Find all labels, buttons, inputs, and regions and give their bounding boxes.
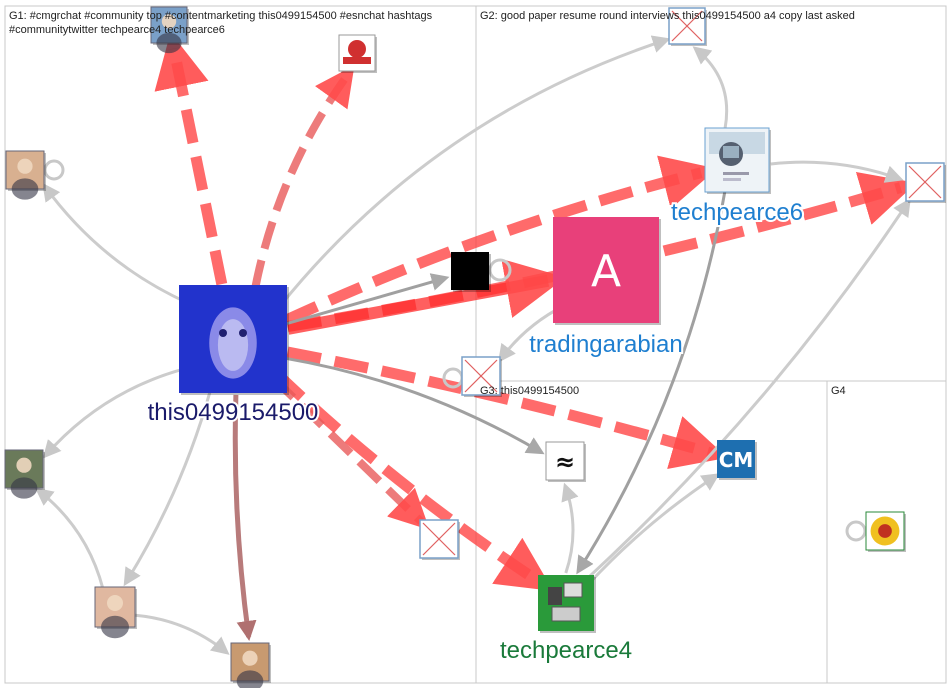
edge-techpearce4-to-cm-logo (587, 473, 720, 585)
edge-this0499154500-to-missing-g3 (270, 375, 430, 530)
avatar-missing-icon (905, 162, 945, 202)
group-label-g3: G3: this0499154500 (480, 385, 579, 397)
node-top-photo[interactable] (150, 6, 189, 54)
node-this0499154500[interactable]: this0499154500 (146, 285, 320, 428)
node-community-badge[interactable] (338, 34, 377, 73)
avatar-photo-icon (230, 642, 270, 688)
node-label-techpearce6: techpearce6 (671, 199, 803, 226)
node-techpearce6[interactable]: techpearce6 (669, 127, 805, 228)
svg-text:CM: CM (719, 448, 754, 472)
edge-techpearce4-to-missing-g2-right (584, 198, 911, 582)
avatar-masked-face-icon (179, 285, 287, 393)
svg-text:≈: ≈ (555, 448, 575, 476)
edges-layer (34, 32, 917, 655)
edge-this0499154500-to-cm-logo (286, 346, 728, 469)
group-box-g4 (826, 380, 947, 684)
edge-this0499154500-to-man-bottom (232, 394, 257, 641)
node-cm-logo[interactable]: CM (717, 440, 757, 480)
node-missing-g2-right[interactable] (905, 162, 946, 203)
edge-techpearce6-to-techpearce4 (576, 191, 727, 575)
avatar-yellow-emblem-icon (865, 511, 905, 551)
group-labels: G1: #cmgrchat #community top #contentmar… (9, 10, 855, 397)
node-black-square[interactable] (451, 252, 491, 292)
group-label-g1: G1: #cmgrchat #community top #contentmar… (9, 10, 433, 22)
group-label-g1-line2: #communitytwitter techpearce4 techpearce… (9, 24, 225, 36)
node-missing-mid[interactable] (461, 356, 502, 397)
edge-techpearce6-to-missing-g2-right (770, 160, 904, 183)
avatar-profile-card-icon (704, 127, 770, 193)
avatar-photo-icon (150, 6, 188, 54)
node-missing-g3[interactable] (419, 519, 460, 560)
group-label-g4: G4 (831, 385, 846, 397)
avatar-logo-cm-icon: CM (717, 440, 755, 478)
avatar-missing-icon (461, 356, 501, 396)
edge-techpearce6-to-missing-g2-top (692, 46, 729, 129)
node-person-left[interactable] (4, 449, 45, 499)
edge-techpearce4-to-approx-logo (561, 482, 579, 574)
avatar-gadgets-icon (538, 575, 594, 631)
self-loop-g4-logo (845, 520, 867, 542)
edge-this0499154500-to-techpearce4 (273, 369, 554, 591)
avatar-missing-icon (419, 519, 459, 559)
node-woman-left[interactable] (5, 150, 46, 200)
node-techpearce4[interactable]: techpearce4 (498, 575, 634, 666)
avatar-photo-icon (94, 586, 136, 639)
node-woman-bottom[interactable] (94, 586, 137, 639)
edge-this0499154500-to-community-badge (251, 65, 355, 289)
edge-this0499154500-to-person-left (42, 367, 186, 459)
edge-this0499154500-to-black-square (286, 273, 450, 326)
node-approx-logo[interactable]: ≈ (545, 441, 586, 482)
edge-this0499154500-to-top-photo (154, 32, 228, 286)
edge-this0499154500-to-woman-bottom (123, 389, 212, 587)
group-label-g2: G2: good paper resume round interviews t… (480, 10, 855, 22)
avatar-letter-text: A (591, 246, 621, 297)
edge-this0499154500-to-techpearce6 (283, 155, 718, 326)
edge-woman-bottom-to-person-left (34, 487, 105, 589)
avatar-photo-icon (5, 150, 45, 200)
node-g4-logo[interactable] (865, 511, 906, 552)
node-man-bottom[interactable] (230, 642, 271, 688)
nodes-layer: this0499154500Atradingarabiantechpearce6… (4, 6, 946, 688)
node-missing-g2-top[interactable] (668, 7, 707, 46)
node-label-techpearce4: techpearce4 (500, 637, 632, 664)
avatar-black-icon (451, 252, 489, 290)
avatar-letter-icon: A (553, 217, 659, 323)
avatar-approx-symbol-icon: ≈ (545, 441, 585, 481)
edge-this0499154500-to-approx-logo (285, 356, 545, 455)
avatar-community-badge-icon (338, 34, 376, 72)
avatar-photo-icon (4, 449, 44, 499)
edge-this0499154500-to-tradingarabian (287, 258, 566, 335)
edge-this0499154500-to-missing-g2-top (277, 35, 671, 309)
avatar-missing-icon (668, 7, 706, 45)
node-label-tradingarabian: tradingarabian (529, 331, 682, 358)
self-loop-woman-left (43, 159, 65, 181)
node-label-this0499154500: this0499154500 (148, 399, 319, 426)
self-loop-black-square (488, 258, 512, 282)
edge-this0499154500-to-woman-left (42, 182, 191, 306)
edge-woman-bottom-to-man-bottom (135, 613, 230, 655)
